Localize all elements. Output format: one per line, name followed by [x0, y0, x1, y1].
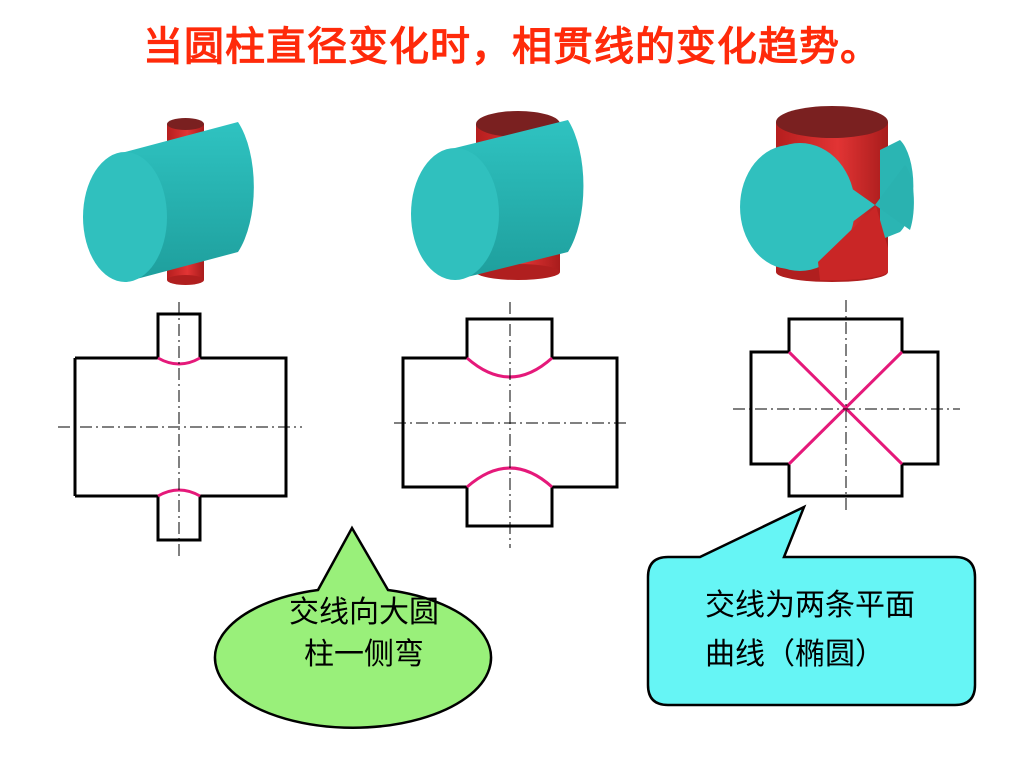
- horizontal-cylinder-face: [745, 143, 855, 271]
- view-medium-cylinder: [394, 302, 628, 548]
- vertical-cylinder-bottom: [167, 275, 204, 285]
- intersection-curve-bottom: [466, 466, 554, 489]
- view-equal-cylinders: [733, 300, 960, 510]
- callout-right-line1: 交线为两条平面: [705, 588, 915, 623]
- callout-right-shape: [646, 504, 977, 707]
- view-small-cylinder: [58, 302, 302, 556]
- model-small-cylinder: [83, 118, 254, 285]
- vertical-cylinder-top: [167, 118, 204, 130]
- model-equal-cylinders: [740, 106, 914, 282]
- page-title: 当圆柱直径变化时，相贯线的变化趋势。: [143, 24, 881, 70]
- model-medium-cylinder: [411, 111, 584, 280]
- callout-right-line2: 曲线（椭圆）: [705, 637, 885, 672]
- callout-left-line1: 交线向大圆: [289, 595, 439, 630]
- callout-left-shape: [213, 525, 493, 729]
- horizontal-cylinder-end: [411, 148, 499, 280]
- callout-left-line2: 柱一侧弯: [304, 637, 424, 672]
- callout-left: 交线向大圆 柱一侧弯: [213, 525, 493, 729]
- horizontal-cylinder-end: [83, 152, 167, 282]
- intersection-line-2: [787, 350, 904, 466]
- callout-right: 交线为两条平面 曲线（椭圆）: [646, 504, 977, 707]
- vertical-cylinder-top: [776, 106, 888, 138]
- vertical-cylinder-lower-overlap: [818, 206, 888, 281]
- horizontal-cylinder-end-right: [875, 165, 914, 230]
